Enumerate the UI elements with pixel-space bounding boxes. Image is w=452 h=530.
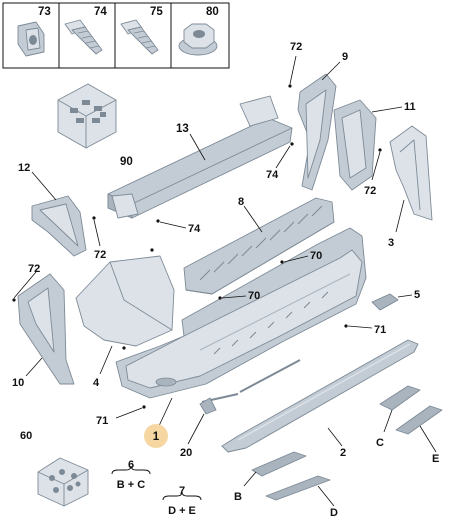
part-1-bumper-cover <box>115 227 367 429</box>
part-11-side-bracket: 11 <box>333 99 416 191</box>
callout-71: 71 <box>374 324 386 336</box>
callout-71-left: 71 <box>96 405 146 427</box>
trim-part-c: C <box>376 385 421 449</box>
flange-nut-icon <box>178 23 218 56</box>
callout-72-top: 72 <box>288 41 302 88</box>
callout-72-right: 72 <box>364 148 382 197</box>
part-13-reinforcement-beam: 13 <box>107 95 294 223</box>
screw-icon <box>120 19 159 55</box>
trim-part-e: E <box>395 405 443 465</box>
callout-8: 8 <box>238 196 244 208</box>
callout-74: 74 <box>266 169 279 181</box>
part-20-cable-harness: 20 <box>180 359 301 459</box>
part-5-reflector: 5 <box>371 289 420 311</box>
callout-11: 11 <box>404 101 416 113</box>
callout-72-left-lower: 72 <box>12 263 40 302</box>
trim-part-b: B <box>234 451 307 503</box>
callout-74-center: 74 <box>159 221 201 235</box>
callout-c: C <box>376 437 384 449</box>
callout-72: 72 <box>290 41 302 53</box>
part-12-upper-bracket: 12 <box>18 162 87 257</box>
callout-72-left-upper: 72 <box>92 216 106 261</box>
highlight-marker <box>144 424 168 448</box>
callout-4: 4 <box>93 377 100 389</box>
clip-nut-icon <box>17 21 45 57</box>
trim-part-d: D <box>265 475 338 519</box>
callout-74-right: 74 <box>266 145 291 181</box>
fastener-box: 73 74 75 80 <box>2 2 230 69</box>
part-3-corner-cover: 3 <box>388 125 433 249</box>
kit-7-number: 7 <box>179 485 185 497</box>
callout-1: 1 <box>153 431 160 443</box>
part-8-energy-absorber: 8 <box>183 196 335 295</box>
callout-74: 74 <box>188 223 201 235</box>
callout-70: 70 <box>310 250 322 262</box>
part-10-lower-bracket: 10 <box>12 273 75 389</box>
callout-9: 9 <box>342 51 348 63</box>
kit-6-label: 6 B + C <box>111 459 151 491</box>
fastener-label-73: 73 <box>38 6 51 18</box>
callout-10: 10 <box>12 377 24 389</box>
callout-60: 60 <box>20 430 32 442</box>
callout-70-upper: 70 <box>280 250 322 264</box>
callout-2: 2 <box>340 447 346 459</box>
kit-6-number: 6 <box>128 459 134 471</box>
callout-12: 12 <box>18 162 30 174</box>
kit-7-contents: D + E <box>168 505 196 517</box>
fastener-label-80: 80 <box>206 6 219 18</box>
part-60-clip-kit: 60 <box>20 430 89 507</box>
fastener-label-74: 74 <box>94 6 107 18</box>
callout-70-lower: 70 <box>218 290 260 302</box>
callout-d: D <box>330 507 338 519</box>
fastener-label-75: 75 <box>150 6 163 18</box>
callout-3: 3 <box>388 237 394 249</box>
kit-7-label: 7 D + E <box>162 485 202 517</box>
callout-71-right: 71 <box>344 324 386 336</box>
part-4-side-cover: 4 <box>75 255 175 389</box>
part-9-mounting-bracket: 9 <box>297 51 348 191</box>
callout-5: 5 <box>414 289 420 301</box>
callout-e: E <box>432 453 439 465</box>
callout-71: 71 <box>96 415 108 427</box>
callout-72: 72 <box>94 249 106 261</box>
part-2-lower-trim: 2 <box>221 339 419 459</box>
callout-72: 72 <box>364 185 376 197</box>
kit-6-contents: B + C <box>117 479 145 491</box>
callout-13: 13 <box>176 123 189 135</box>
callout-20: 20 <box>180 447 192 459</box>
callout-70: 70 <box>248 290 260 302</box>
callout-90: 90 <box>120 156 133 168</box>
part-90-clip-kit: 90 <box>57 83 133 168</box>
callout-72: 72 <box>28 263 40 275</box>
callout-b: B <box>234 491 242 503</box>
screw-icon <box>64 19 103 55</box>
